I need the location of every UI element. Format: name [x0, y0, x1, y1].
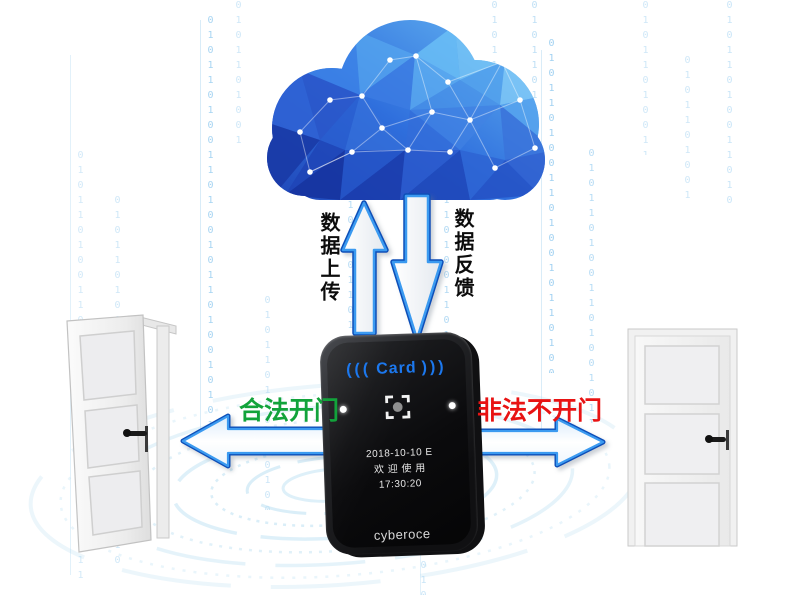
door-open-left: [66, 314, 177, 553]
binary-column: 0101101001101001011: [586, 148, 596, 423]
rfid-wave-right-icon: ))): [421, 358, 447, 377]
door-panel: [644, 345, 720, 405]
door-panel: [88, 470, 143, 536]
binary-guide-line: [541, 50, 542, 440]
rfid-wave-left-icon: (((: [345, 360, 372, 379]
binary-column: 01011010011: [640, 0, 650, 155]
door-panel: [644, 413, 720, 475]
binary-column: 010110100110100101101001010110: [205, 15, 215, 440]
door-jamb: [156, 325, 170, 539]
feedback-arrow: [391, 194, 443, 341]
binary-column: 010110100110100: [262, 295, 272, 510]
door-panel: [79, 330, 137, 401]
cloud-server-icon: [267, 20, 545, 200]
qr-scan-icon: [384, 394, 411, 426]
door-panel: [644, 482, 720, 547]
door-handle-knob: [123, 429, 131, 437]
binary-column: 0101101001: [682, 55, 692, 205]
device-body: (((Card))) 2018-10-10 E 欢 迎 使 用 17:30:20…: [319, 331, 479, 556]
binary-column: 01011010: [529, 0, 539, 115]
data-feedback-label: 数据反馈: [451, 208, 473, 300]
door-panel: [84, 404, 140, 469]
binary-column: 01011010011010010110100: [546, 38, 556, 373]
access-control-device: (((Card))) 2018-10-10 E 欢 迎 使 用 17:30:20…: [319, 331, 486, 559]
upload-arrow: [341, 201, 388, 335]
illegal-no-open-label: 非法不开门: [477, 397, 603, 425]
door-handle-plate: [726, 430, 729, 450]
device-display: 2018-10-10 E 欢 迎 使 用 17:30:20: [323, 443, 477, 495]
door-handle-knob: [705, 435, 713, 443]
data-upload-label: 数据上传: [317, 212, 339, 304]
binary-column: 0101101001: [233, 0, 243, 145]
binary-guide-line: [200, 20, 201, 450]
cloud-network-dots: [297, 53, 538, 175]
door-closed-right: [627, 328, 738, 547]
binary-column: 010110100110100101101: [441, 150, 451, 445]
binary-guide-line: [70, 55, 71, 575]
legal-open-label: 合法开门: [239, 397, 340, 425]
card-label: Card: [375, 359, 417, 378]
binary-column: 01011010011010: [724, 0, 734, 205]
door-handle-plate: [145, 426, 148, 452]
